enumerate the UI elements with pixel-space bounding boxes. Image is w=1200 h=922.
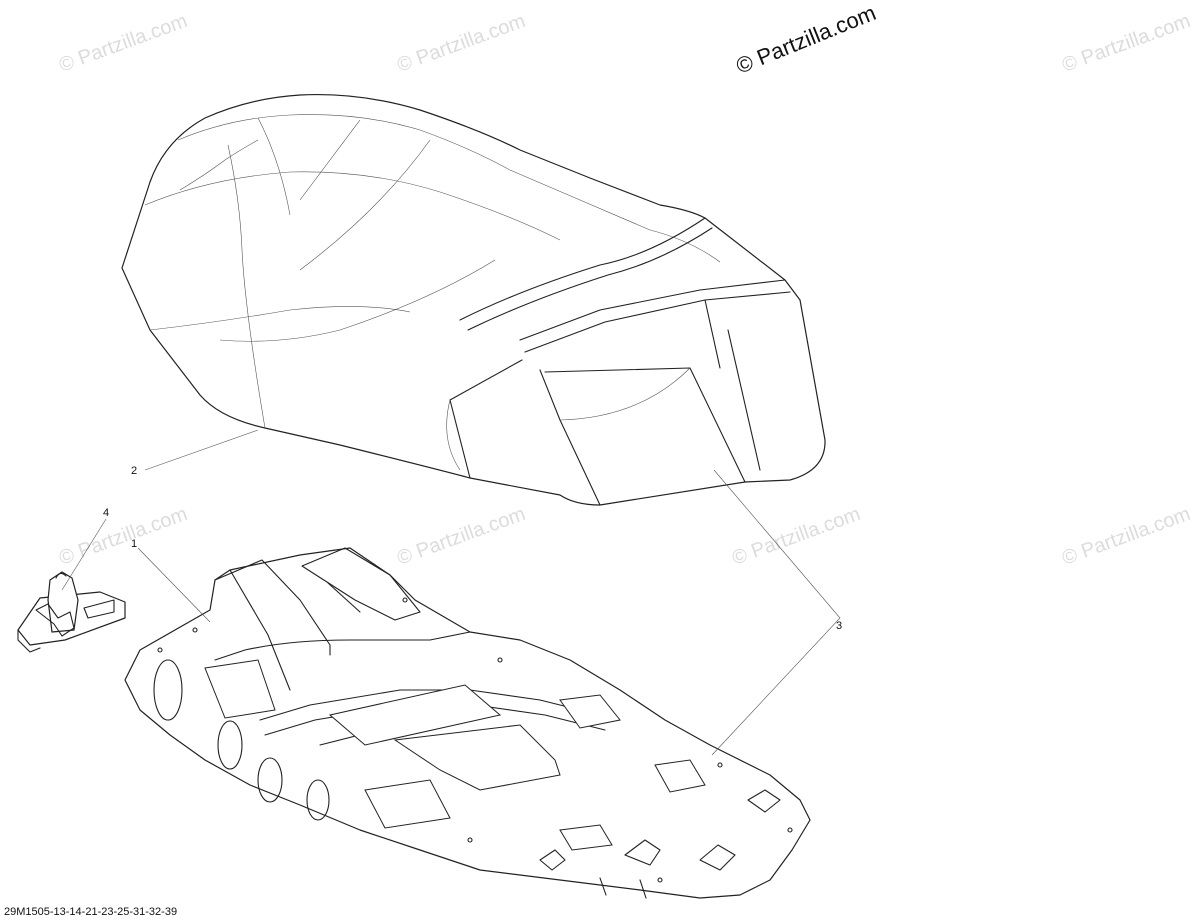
base-cutout [559,824,613,851]
leader-line-1 [137,547,211,623]
watermark-text: © Partzilla.com [394,503,528,570]
callout-3: 3 [836,620,842,632]
copyright-text: © Partzilla.com [733,0,880,79]
leader-line-3 [711,469,841,756]
base-side-oval [306,779,330,821]
clip-part [17,571,126,653]
leader-lines [61,429,841,756]
base-side-oval [153,659,183,721]
base-cutout [204,659,276,719]
base-side-oval [217,720,243,770]
base-cutout [328,684,502,746]
callout-4: 4 [103,507,109,519]
watermark-text: © Partzilla.com [729,503,863,570]
base-cutout [364,779,451,829]
base-cutout [559,694,621,729]
diagram-reference-code: 29M1505-13-14-21-23-25-31-32-39 [4,906,177,918]
watermark-text: © Partzilla.com [1059,503,1193,570]
callout-2: 2 [131,465,137,477]
watermark-text: © Partzilla.com [56,503,190,570]
base-cutout [393,724,561,791]
watermark-text: © Partzilla.com [56,10,190,77]
base-side-oval [257,757,283,803]
callout-1: 1 [131,538,137,550]
base-cutout [654,759,706,793]
leader-line-4 [61,518,107,591]
seat-base [124,547,811,899]
seat-cushion [121,93,826,506]
watermark-text: © Partzilla.com [394,10,528,77]
leader-line-2 [144,429,259,471]
watermark-text: © Partzilla.com [1059,10,1193,77]
